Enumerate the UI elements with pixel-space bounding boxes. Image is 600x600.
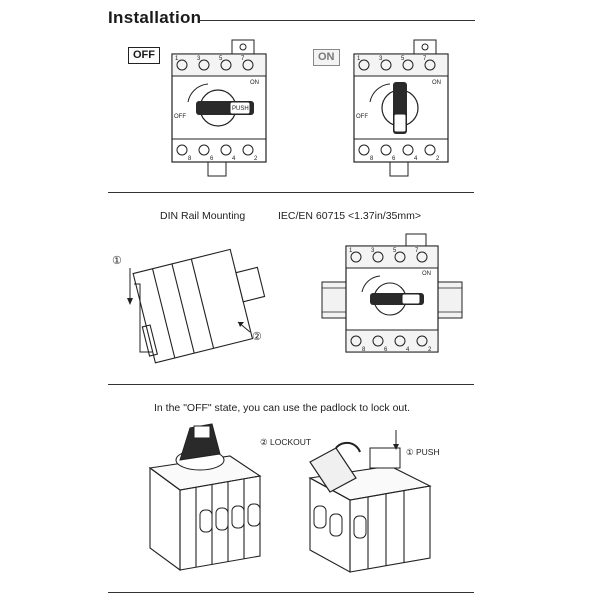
din-rail-caption: DIN Rail Mounting	[160, 210, 246, 222]
terminal-bottom-2: 2	[254, 156, 258, 162]
terminal-top-3: 3	[379, 56, 383, 62]
lockout-label: ② LOCKOUT	[260, 437, 312, 447]
terminal-bottom-2: 2	[436, 156, 440, 162]
din-mounted-diagram: 1 3 5 7 8 6 4 2 ON	[321, 233, 463, 353]
terminal-bottom-2: 2	[428, 347, 432, 353]
step-1-marker: ①	[112, 255, 122, 267]
terminal-bottom-4: 4	[232, 156, 236, 162]
terminal-top-1: 1	[175, 56, 179, 62]
terminal-bottom-8: 8	[370, 156, 374, 162]
padlock-lockout-diagram	[308, 430, 432, 573]
off-mark: OFF	[356, 114, 368, 120]
terminal-top-5: 5	[401, 56, 405, 62]
terminal-bottom-8: 8	[188, 156, 192, 162]
step-2-marker: ②	[252, 331, 262, 343]
din-mounting-angled-diagram: ① ②	[112, 248, 266, 364]
on-state-box: ON	[313, 49, 340, 66]
on-mark: ON	[422, 271, 431, 277]
terminal-top-7: 7	[415, 248, 419, 254]
terminal-top-7: 7	[241, 56, 245, 62]
terminal-top-3: 3	[371, 248, 375, 254]
switch-on-diagram: 1 3 5 7 8 6 4 2 ON OFF	[353, 39, 449, 177]
padlock-ready-diagram	[148, 423, 262, 572]
push-label: ① PUSH	[406, 447, 440, 457]
switch-off-diagram: 1 3 5 7 8 6 4 2 ON OFF PUSH	[171, 39, 267, 177]
terminal-bottom-8: 8	[362, 347, 366, 353]
terminal-top-7: 7	[423, 56, 427, 62]
iec-standard-caption: IEC/EN 60715 <1.37in/35mm>	[278, 210, 422, 222]
on-mark: ON	[432, 80, 441, 86]
terminal-top-1: 1	[349, 248, 353, 254]
terminal-top-5: 5	[219, 56, 223, 62]
terminal-top-3: 3	[197, 56, 201, 62]
page-title: Installation	[108, 8, 202, 27]
terminal-bottom-4: 4	[406, 347, 410, 353]
terminal-bottom-4: 4	[414, 156, 418, 162]
terminal-bottom-6: 6	[384, 347, 388, 353]
divider-3	[108, 592, 474, 593]
on-mark: ON	[250, 80, 259, 86]
terminal-bottom-6: 6	[210, 156, 214, 162]
divider-1	[108, 192, 474, 193]
terminal-top-5: 5	[393, 248, 397, 254]
divider-2	[108, 384, 474, 385]
padlock-caption: In the "OFF" state, you can use the padl…	[154, 402, 411, 414]
title-rule	[200, 20, 475, 21]
off-mark: OFF	[174, 114, 186, 120]
terminal-top-1: 1	[357, 56, 361, 62]
off-state-box: OFF	[128, 47, 160, 64]
handle-push-mark: PUSH	[232, 106, 249, 112]
terminal-bottom-6: 6	[392, 156, 396, 162]
